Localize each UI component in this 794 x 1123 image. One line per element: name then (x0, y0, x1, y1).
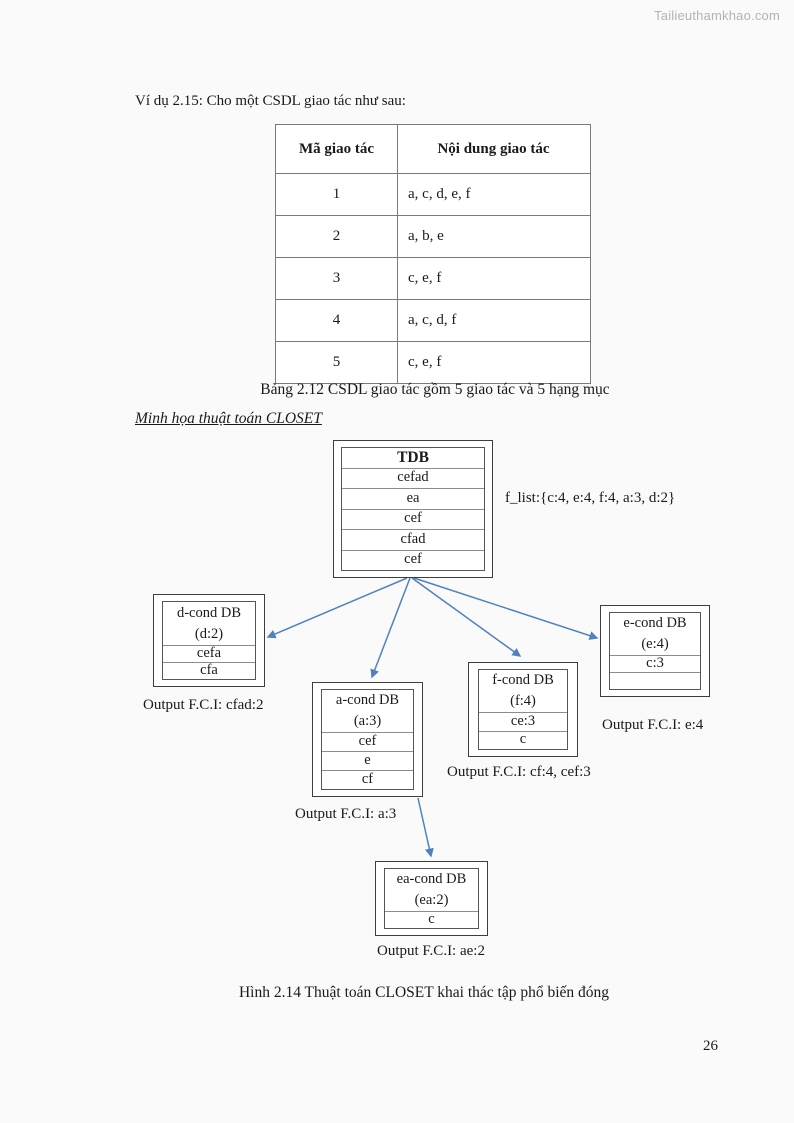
closet-section-heading: Minh họa thuật toán CLOSET (135, 410, 322, 427)
cond-db-title: e-cond DB (623, 615, 687, 631)
txn-id: 2 (275, 215, 398, 258)
arrow-tdb-to-econd (413, 577, 599, 640)
cond-db-support: (f:4) (510, 693, 536, 709)
cond-db-support: (e:4) (641, 636, 669, 652)
d-cond-db-box: d-cond DB (d:2) cefa cfa (153, 594, 265, 687)
cond-db-support: (ea:2) (414, 892, 449, 908)
tdb-row: cfad (342, 530, 484, 551)
f-cond-db-box: f-cond DB (f:4) ce:3 c (468, 662, 578, 757)
txn-content: a, c, d, e, f (397, 173, 591, 216)
table-row: 4 a, c, d, f (275, 299, 591, 342)
txn-content: c, e, f (397, 257, 591, 300)
table-header-row: Mã giao tác Nội dung giao tác (275, 124, 591, 174)
output-fci-label: Output F.C.I: a:3 (295, 806, 397, 822)
cond-db-support: (a:3) (353, 713, 382, 729)
cond-db-row: c (519, 731, 527, 748)
txn-content: c, e, f (397, 341, 591, 384)
arrow-tdb-to-fcond (411, 577, 522, 657)
cond-db-title: f-cond DB (492, 672, 554, 688)
tdb-row: ea (342, 489, 484, 510)
output-fci-label: Output F.C.I: ae:2 (377, 943, 485, 959)
tdb-box: TDB cefad ea cef cfad cef (333, 440, 493, 578)
page-number: 26 (703, 1038, 718, 1054)
cond-db-title: ea-cond DB (396, 871, 467, 887)
ea-cond-db-box: ea-cond DB (ea:2) c (375, 861, 488, 936)
cond-db-support: (d:2) (194, 625, 224, 642)
txn-id: 5 (275, 341, 398, 384)
output-fci-label: Output F.C.I: cf:4, cef:3 (447, 764, 591, 780)
tdb-row: cefad (342, 469, 484, 489)
cond-db-title: a-cond DB (335, 692, 400, 708)
f-list-annotation: f_list:{c:4, e:4, f:4, a:3, d:2} (505, 490, 676, 506)
cond-db-row: cfa (200, 662, 218, 679)
column-header-noi-dung: Nội dung giao tác (397, 124, 591, 174)
table-row: 5 c, e, f (275, 341, 591, 384)
tdb-row: cef (404, 551, 422, 568)
txn-id: 1 (275, 173, 398, 216)
a-cond-db-box: a-cond DB (a:3) cef e cf (312, 682, 423, 797)
table-row: 3 c, e, f (275, 257, 591, 300)
e-cond-db-box: e-cond DB (e:4) c:3 (600, 605, 710, 697)
tdb-title: TDB (342, 448, 484, 469)
table-caption: Bảng 2.12 CSDL giao tác gồm 5 giao tác v… (260, 381, 610, 398)
arrow-tdb-to-acond (370, 577, 411, 679)
output-fci-label: Output F.C.I: cfad:2 (143, 697, 264, 713)
cond-db-row: ce:3 (479, 713, 567, 732)
cond-db-title: d-cond DB (176, 604, 242, 621)
site-watermark: Tailieuthamkhao.com (654, 8, 780, 23)
txn-id: 3 (275, 257, 398, 300)
column-header-ma-giao-tac: Mã giao tác (275, 124, 398, 174)
txn-id: 4 (275, 299, 398, 342)
cond-db-row: e (322, 752, 413, 771)
transaction-table: Mã giao tác Nội dung giao tác 1 a, c, d,… (275, 124, 591, 384)
example-intro-text: Ví dụ 2.15: Cho một CSDL giao tác như sa… (135, 93, 406, 109)
txn-content: a, c, d, f (397, 299, 591, 342)
arrow-tdb-to-dcond (266, 577, 408, 639)
output-fci-label: Output F.C.I: e:4 (602, 717, 704, 733)
table-row: 1 a, c, d, e, f (275, 173, 591, 216)
tdb-row: cef (342, 510, 484, 530)
cond-db-row: cefa (163, 645, 255, 663)
arrow-acond-to-eacond (417, 797, 434, 858)
cond-db-row: cf (361, 771, 374, 788)
cond-db-row-empty (610, 673, 700, 689)
cond-db-row: c (428, 911, 435, 928)
cond-db-row: c:3 (610, 655, 700, 673)
cond-db-row: cef (322, 733, 413, 752)
txn-content: a, b, e (397, 215, 591, 258)
figure-caption: Hình 2.14 Thuật toán CLOSET khai thác tậ… (238, 984, 610, 1001)
table-row: 2 a, b, e (275, 215, 591, 258)
